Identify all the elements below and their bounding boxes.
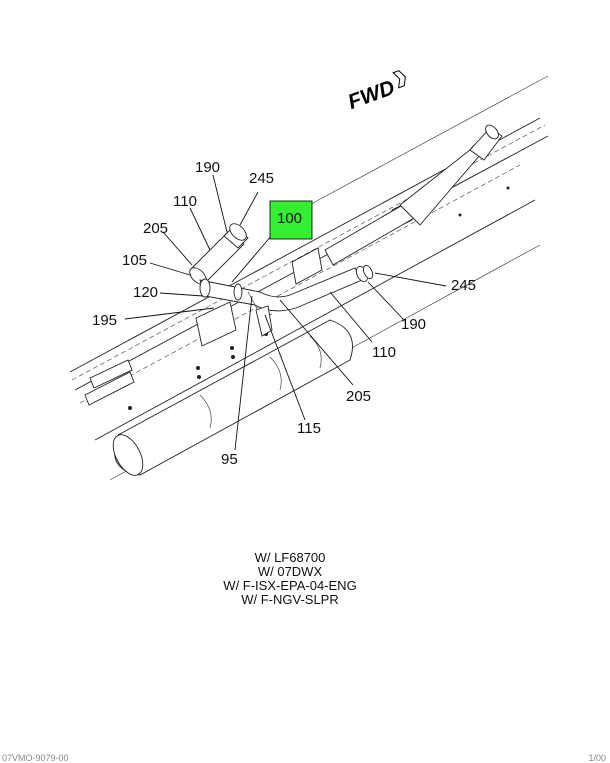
y-pipe	[199, 264, 374, 337]
lower-cylinder	[112, 319, 353, 476]
callout-100: 100	[277, 210, 302, 227]
callout-205-top: 205	[143, 220, 168, 237]
rear-pipe	[324, 124, 503, 266]
vertical-pipe-left	[189, 223, 249, 285]
callout-190-right: 190	[401, 316, 426, 333]
drawing-number: 07VMO-9079-00	[2, 753, 69, 763]
callout-labels: 190 245 110 205 100 105 120 195 245 190 …	[92, 159, 476, 468]
applicability-notes: W/ LF68700 W/ 07DWX W/ F-ISX-EPA-04-ENG …	[180, 551, 400, 607]
fwd-indicator: FWD	[345, 70, 406, 114]
note-line-1: W/ LF68700	[254, 550, 326, 565]
note-line-3: W/ F-ISX-EPA-04-ENG	[223, 578, 357, 593]
leader-lines	[124, 174, 447, 451]
callout-115: 115	[297, 420, 321, 437]
callout-205-bottom: 205	[346, 388, 371, 405]
callout-190-top: 190	[195, 159, 220, 176]
callout-110-top: 110	[173, 193, 197, 210]
fwd-arrow-icon	[392, 70, 406, 89]
note-line-4: W/ F-NGV-SLPR	[241, 592, 339, 607]
callout-245-right: 245	[451, 277, 476, 294]
callout-95: 95	[221, 451, 238, 468]
callout-245-top: 245	[249, 170, 274, 187]
fwd-label: FWD	[345, 76, 398, 114]
sheet-number: 1/00	[588, 753, 606, 763]
callout-120: 120	[133, 284, 158, 301]
callout-110-right: 110	[372, 344, 396, 361]
highlight-box-100	[269, 200, 313, 240]
note-line-2: W/ 07DWX	[257, 564, 323, 579]
callout-195: 195	[92, 312, 117, 329]
callout-105: 105	[122, 252, 147, 269]
